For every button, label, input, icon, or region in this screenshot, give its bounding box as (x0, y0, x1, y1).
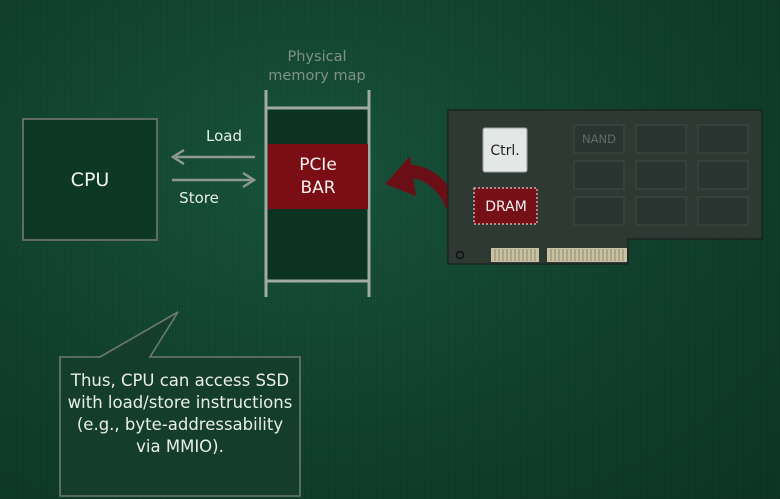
nand-chip (697, 196, 749, 226)
memory-map: Physical memory map PCIe BAR (264, 49, 371, 297)
nand-chip (697, 160, 749, 190)
load-store-arrows: Load Store (170, 127, 257, 207)
nand-chip-grid: NAND (573, 124, 749, 226)
memory-map-title-line2: memory map (268, 68, 365, 84)
nand-chip (635, 196, 687, 226)
pcie-bar-label-line1: PCIe (299, 155, 337, 175)
nand-chip (697, 124, 749, 154)
mapping-arrow (385, 156, 459, 209)
dram-label: DRAM (485, 199, 527, 215)
load-arrow (170, 148, 255, 166)
mounting-hole-icon (455, 250, 465, 260)
nand-chip (573, 160, 625, 190)
nand-chip (635, 160, 687, 190)
nand-chip (635, 124, 687, 154)
nand-label: NAND (582, 132, 616, 146)
controller-label: Ctrl. (490, 143, 519, 159)
cpu-block[interactable]: CPU (22, 118, 158, 241)
memory-map-title-line1: Physical (288, 49, 347, 65)
nand-chip (573, 124, 625, 154)
ssd-card: Ctrl. DRAM NAND (447, 109, 763, 265)
store-arrow (172, 171, 257, 189)
callout-text: Thus, CPU can access SSD with load/store… (67, 371, 293, 456)
dram-chip[interactable]: DRAM (473, 187, 538, 225)
cpu-label: CPU (71, 169, 110, 191)
pcie-bar-label-line2: BAR (300, 178, 335, 198)
store-label: Store (179, 189, 219, 207)
callout-bubble (59, 311, 301, 497)
nand-chip (573, 196, 625, 226)
edge-connector (491, 248, 627, 262)
load-label: Load (206, 127, 242, 145)
controller-chip[interactable]: Ctrl. (482, 127, 528, 173)
pcie-bar-region[interactable]: PCIe BAR (268, 144, 368, 209)
